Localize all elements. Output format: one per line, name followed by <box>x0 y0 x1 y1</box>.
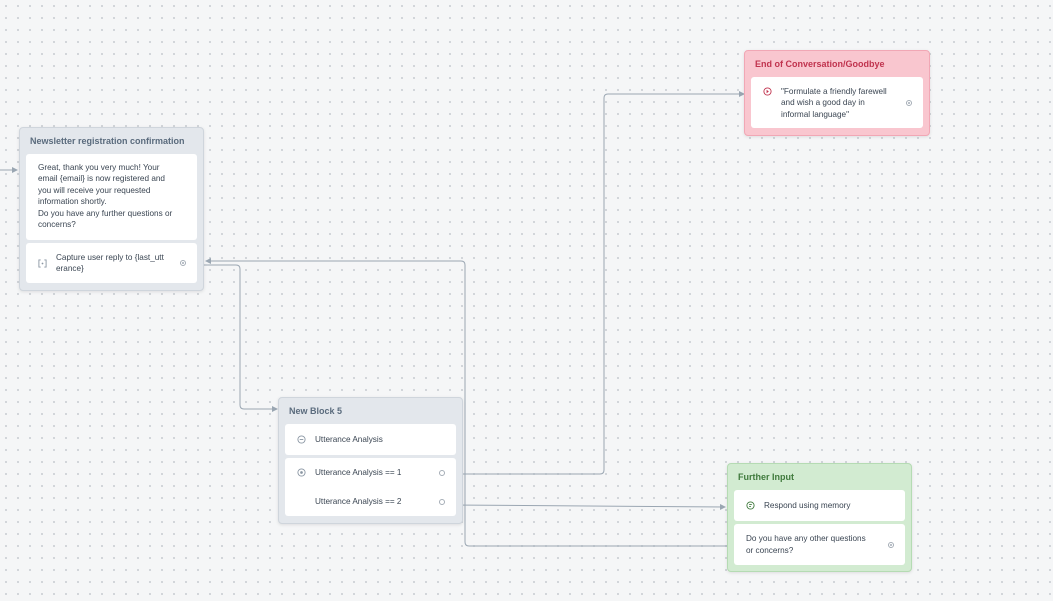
conditions-card[interactable]: Utterance Analysis == 1 Utterance Analys… <box>285 458 456 516</box>
capture-line: erance} <box>56 264 84 273</box>
condition-1-output-port[interactable] <box>439 469 445 476</box>
block-title: End of Conversation/Goodbye <box>755 59 885 69</box>
block-title: New Block 5 <box>289 406 343 416</box>
connector-capture-to-block5 <box>199 264 278 412</box>
prompt-line: informal language" <box>781 109 849 119</box>
condition-1-label: Utterance Analysis == 1 <box>315 467 402 477</box>
utterance-analysis-card[interactable]: Utterance Analysis <box>285 424 456 455</box>
message-line: email {email} is now registered and <box>38 174 165 184</box>
message-line: information shortly. <box>38 197 107 207</box>
message-line: concerns? <box>38 220 76 230</box>
memory-chat-icon <box>746 501 755 510</box>
block-new-block-5[interactable]: New Block 5 Utterance Analysis Utterance… <box>278 397 463 524</box>
capture-brackets-icon <box>38 258 47 268</box>
condition-icon <box>297 468 306 477</box>
farewell-output-port[interactable] <box>906 99 912 106</box>
block-title: Newsletter registration confirmation <box>30 136 185 146</box>
condition-row-1[interactable]: Utterance Analysis == 1 <box>285 458 456 487</box>
message-line: Great, thank you very much! Your <box>38 163 160 172</box>
block-newsletter-confirmation[interactable]: Newsletter registration confirmation Gre… <box>19 127 204 291</box>
further-question-card[interactable]: Do you have any other questions or conce… <box>734 524 905 565</box>
connector-condition2-to-further <box>449 503 726 510</box>
condition-spacer <box>297 497 306 506</box>
message-text: Great, thank you very much! Your email {… <box>38 162 187 230</box>
respond-memory-label: Respond using memory <box>764 500 851 510</box>
farewell-prompt-text: "Formulate a friendly farewell and wish … <box>781 86 913 120</box>
condition-2-label: Utterance Analysis == 2 <box>315 496 402 506</box>
further-question-output-port[interactable] <box>888 541 894 548</box>
further-question-text: Do you have any other questions or conce… <box>746 533 895 556</box>
block-goodbye[interactable]: End of Conversation/Goodbye "Formulate a… <box>744 50 930 136</box>
capture-reply-card[interactable]: Capture user reply to {last_utt erance} <box>26 243 197 283</box>
connector-condition1-to-goodbye <box>450 91 745 475</box>
capture-reply-text: Capture user reply to {last_utt erance} <box>56 252 187 275</box>
prompt-line: "Formulate a friendly farewell <box>781 87 887 96</box>
capture-line: Capture user reply to {last_utt <box>56 252 164 262</box>
capture-output-port[interactable] <box>180 260 186 266</box>
message-line: Do you have any further questions or <box>38 208 173 218</box>
utterance-analysis-label: Utterance Analysis <box>315 434 383 444</box>
question-line: Do you have any other questions <box>746 534 866 544</box>
block-further-input[interactable]: Further Input Respond using memory Do yo… <box>727 463 912 572</box>
block-title: Further Input <box>738 472 794 482</box>
analysis-icon <box>297 435 306 444</box>
message-card[interactable]: Great, thank you very much! Your email {… <box>26 154 197 240</box>
respond-memory-card[interactable]: Respond using memory <box>734 490 905 521</box>
message-line: you will receive your requested <box>38 185 151 195</box>
ai-prompt-icon <box>763 87 772 96</box>
prompt-line: and wish a good day in <box>781 98 865 108</box>
condition-row-2[interactable]: Utterance Analysis == 2 <box>285 487 456 516</box>
question-line: or concerns? <box>746 545 794 555</box>
farewell-prompt-card[interactable]: "Formulate a friendly farewell and wish … <box>751 77 923 128</box>
condition-2-output-port[interactable] <box>439 498 445 505</box>
